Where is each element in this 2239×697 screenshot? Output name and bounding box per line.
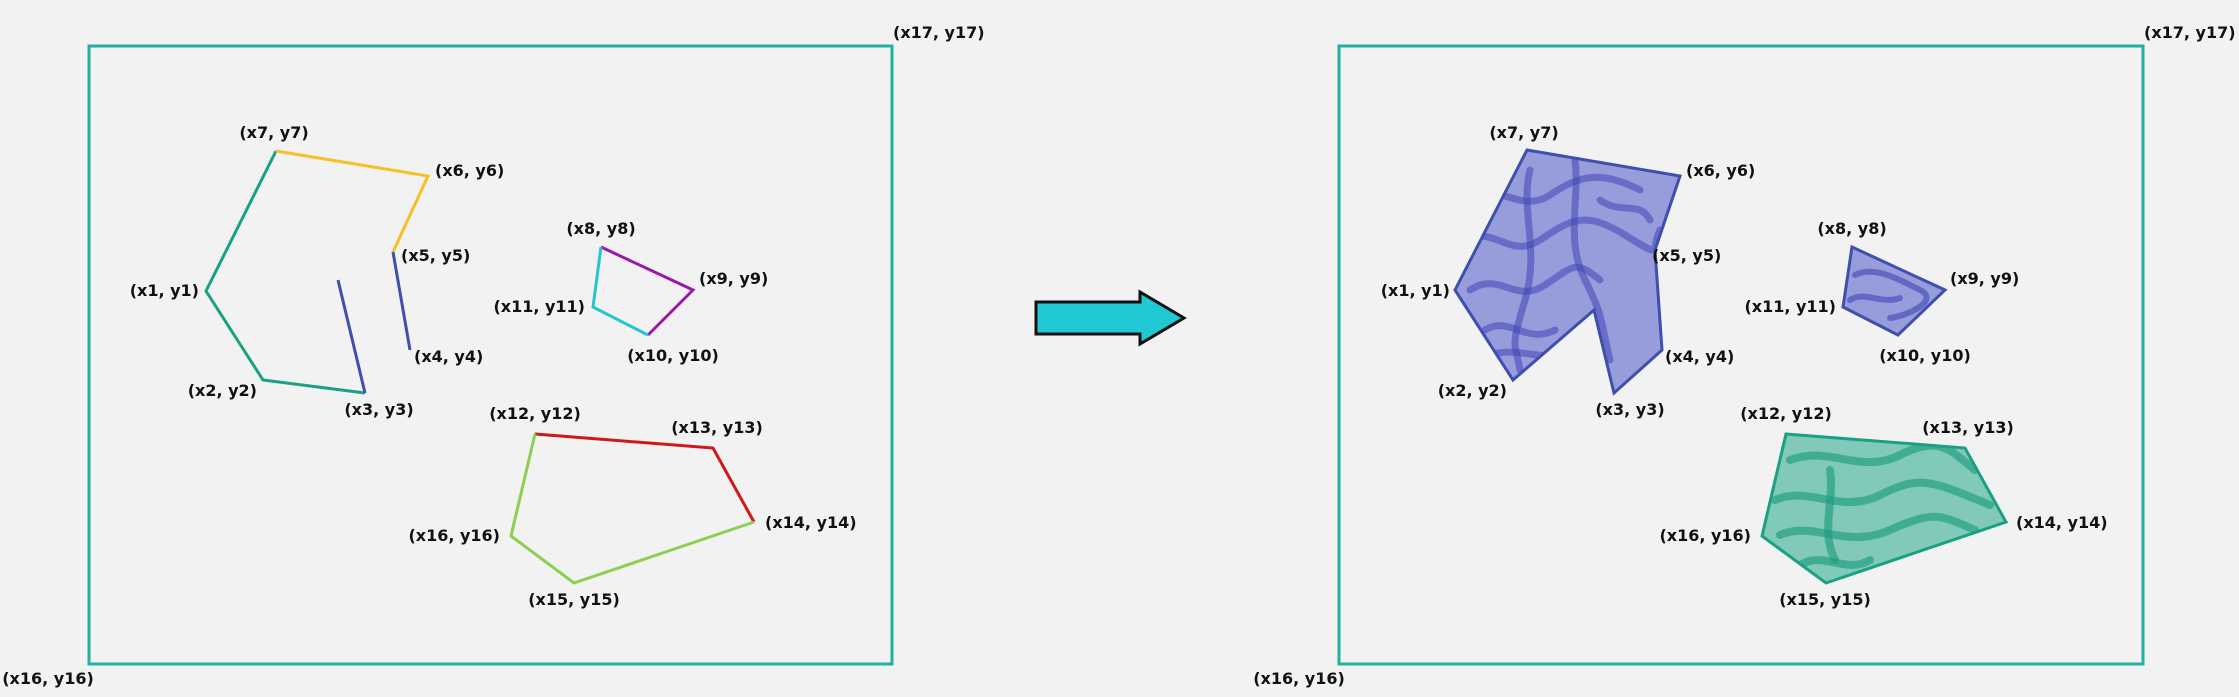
label-p4: (x4, y4) xyxy=(1665,347,1734,366)
label-p11: (x11, y11) xyxy=(493,297,585,316)
label-p2: (x2, y2) xyxy=(188,381,257,400)
label-p9: (x9, y9) xyxy=(1950,269,2019,288)
left-frame xyxy=(87,44,894,666)
label-corner-bottom-left: (x16, y16) xyxy=(1253,669,1345,688)
edge-green-p7-p1-p2-p3 xyxy=(204,150,366,395)
label-p6: (x6, y6) xyxy=(1686,161,1755,180)
label-p16: (x16, y16) xyxy=(408,526,500,545)
label-p5: (x5, y5) xyxy=(401,246,470,265)
right-frame xyxy=(1337,44,2145,666)
label-p8: (x8, y8) xyxy=(566,219,635,238)
label-p1: (x1, y1) xyxy=(1381,281,1450,300)
right-arrow-icon xyxy=(1034,289,1187,347)
label-p6: (x6, y6) xyxy=(435,161,504,180)
label-p2: (x2, y2) xyxy=(1438,381,1507,400)
label-p4: (x4, y4) xyxy=(414,347,483,366)
filled-polygon-a xyxy=(1453,148,1682,396)
edge-blue-p3-inner xyxy=(336,279,367,394)
label-p12: (x12, y12) xyxy=(1740,404,1832,423)
label-p14: (x14, y14) xyxy=(765,513,857,532)
label-p16: (x16, y16) xyxy=(1659,526,1751,545)
label-p15: (x15, y15) xyxy=(528,590,620,609)
label-p9: (x9, y9) xyxy=(699,269,768,288)
label-p5: (x5, y5) xyxy=(1652,246,1721,265)
edge-lime-p12-p16-p15-p14 xyxy=(509,433,755,585)
label-p10: (x10, y10) xyxy=(1879,346,1971,365)
edge-cyan-p8-p11-p10 xyxy=(591,246,649,337)
filled-polygon-c xyxy=(1760,432,2009,585)
label-corner-top-right: (x17, y17) xyxy=(2144,23,2236,42)
label-p15: (x15, y15) xyxy=(1779,590,1871,609)
edge-blue-p5-p4 xyxy=(391,251,412,351)
label-p10: (x10, y10) xyxy=(627,346,719,365)
label-p1: (x1, y1) xyxy=(130,281,199,300)
right-panel: (x7, y7) (x6, y6) (x5, y5) (x4, y4) (x3,… xyxy=(1253,23,2235,688)
label-p12: (x12, y12) xyxy=(489,404,581,423)
label-corner-top-right: (x17, y17) xyxy=(893,23,985,42)
filled-polygon-b xyxy=(1841,244,1948,337)
edge-yellow-p7-p6-p5 xyxy=(275,149,431,253)
label-p8: (x8, y8) xyxy=(1817,219,1886,238)
label-corner-bottom-left: (x16, y16) xyxy=(2,669,94,688)
edge-red-p12-p13-p14 xyxy=(534,432,756,523)
label-p7: (x7, y7) xyxy=(1489,123,1558,142)
label-p13: (x13, y13) xyxy=(1922,418,2014,437)
edge-purple-p8-p9-p10 xyxy=(600,245,696,337)
label-p3: (x3, y3) xyxy=(1595,400,1664,419)
label-p11: (x11, y11) xyxy=(1744,297,1836,316)
label-p3: (x3, y3) xyxy=(344,400,413,419)
left-panel: (x7, y7) (x6, y6) (x5, y5) (x4, y4) (x3,… xyxy=(2,23,984,688)
label-p7: (x7, y7) xyxy=(239,123,308,142)
label-p14: (x14, y14) xyxy=(2016,513,2108,532)
label-p13: (x13, y13) xyxy=(671,418,763,437)
